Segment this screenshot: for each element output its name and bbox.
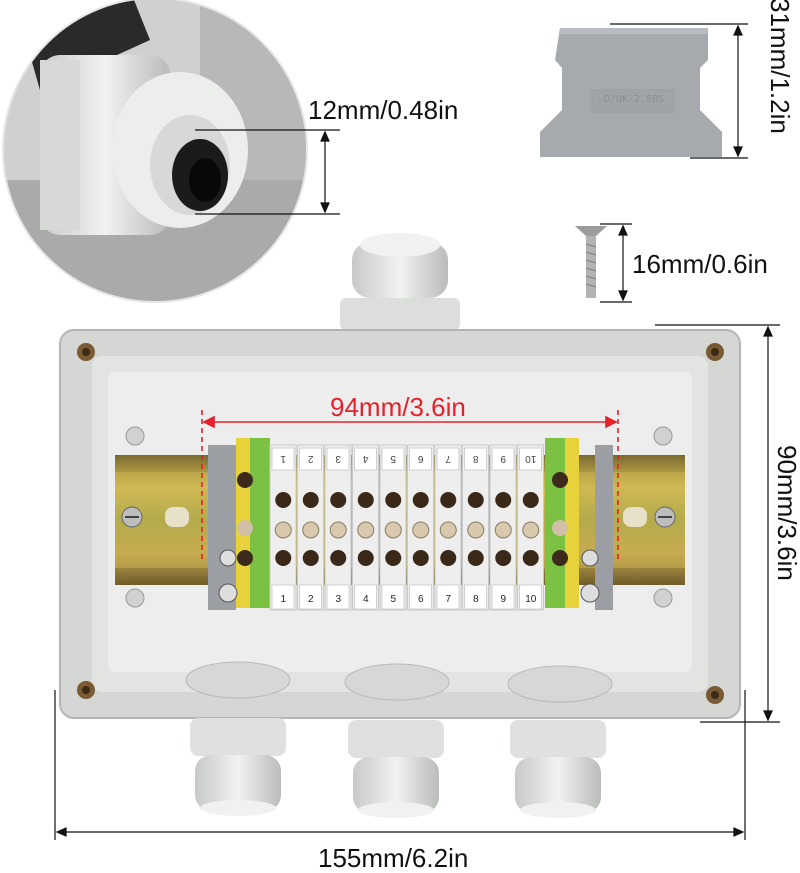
bottom-cable-glands (190, 718, 606, 818)
gland-hole-dimension-label: 12mm/0.48in (308, 95, 459, 125)
terminal-9: 99 (489, 444, 517, 611)
terminal-number-label: 6 (418, 594, 424, 605)
gland-closeup-inset (2, 0, 308, 303)
terminal-number-label-top: 6 (418, 453, 424, 464)
terminal-10: 10 10 (517, 444, 544, 611)
terminal-1: 11 (269, 444, 297, 611)
box-width-dimension-lines (54, 690, 746, 840)
terminal-number-label: 4 (363, 594, 369, 605)
terminal-6: 66 (407, 444, 434, 611)
terminal-2: 22 (297, 444, 324, 611)
terminal-4: 44 (352, 444, 379, 611)
terminal-number-label: 3 (335, 594, 341, 605)
terminal-number-label-top: 8 (473, 453, 479, 464)
terminal-number-label-top: 5 (390, 453, 396, 464)
terminal-number-label-top: 3 (335, 453, 341, 464)
terminal-number-label-top: 2 (308, 453, 314, 464)
terminal-number-label-top: 10 (525, 453, 537, 464)
end-plate-illustration (540, 28, 722, 157)
terminal-number-label: 2 (308, 594, 314, 605)
end-plate-marking: D/UK-2.5BS (603, 94, 665, 105)
terminal-3: 33 (324, 444, 352, 611)
gland-dimension-lines (195, 129, 340, 215)
screw-dimension-lines (600, 223, 632, 303)
terminal-number-label-top: 7 (445, 453, 451, 464)
terminal-block-assembly (208, 438, 613, 610)
rail-span-dimension-label: 94mm/3.6in (330, 392, 466, 422)
screw-illustration (575, 226, 607, 298)
end-plate-dimension-lines (610, 23, 748, 159)
end-plate-height-dimension-label: 31mm/1.2in (765, 0, 795, 134)
bottom-knockouts (185, 661, 613, 703)
terminal-number-label-top: 4 (363, 453, 369, 464)
terminal-number-label: 9 (500, 594, 506, 605)
screw-length-dimension-label: 16mm/0.6in (632, 249, 768, 279)
terminal-number-label-top: 9 (500, 453, 506, 464)
terminal-5: 55 (379, 444, 407, 611)
terminal-number-label: 1 (280, 594, 286, 605)
terminal-8: 88 (462, 444, 489, 611)
terminal-number-label-top: 1 (280, 453, 286, 464)
terminal-number-label: 10 (525, 594, 537, 605)
box-height-dimension-lines (655, 324, 780, 723)
terminal-7: 77 (434, 444, 462, 611)
box-height-dimension-label: 90mm/3.6in (772, 445, 800, 581)
terminal-number-label: 7 (445, 594, 451, 605)
rail-dimension-lines (201, 410, 619, 560)
box-width-dimension-label: 155mm/6.2in (318, 843, 469, 873)
terminal-number-label: 8 (473, 594, 479, 605)
terminal-number-label: 5 (390, 594, 396, 605)
